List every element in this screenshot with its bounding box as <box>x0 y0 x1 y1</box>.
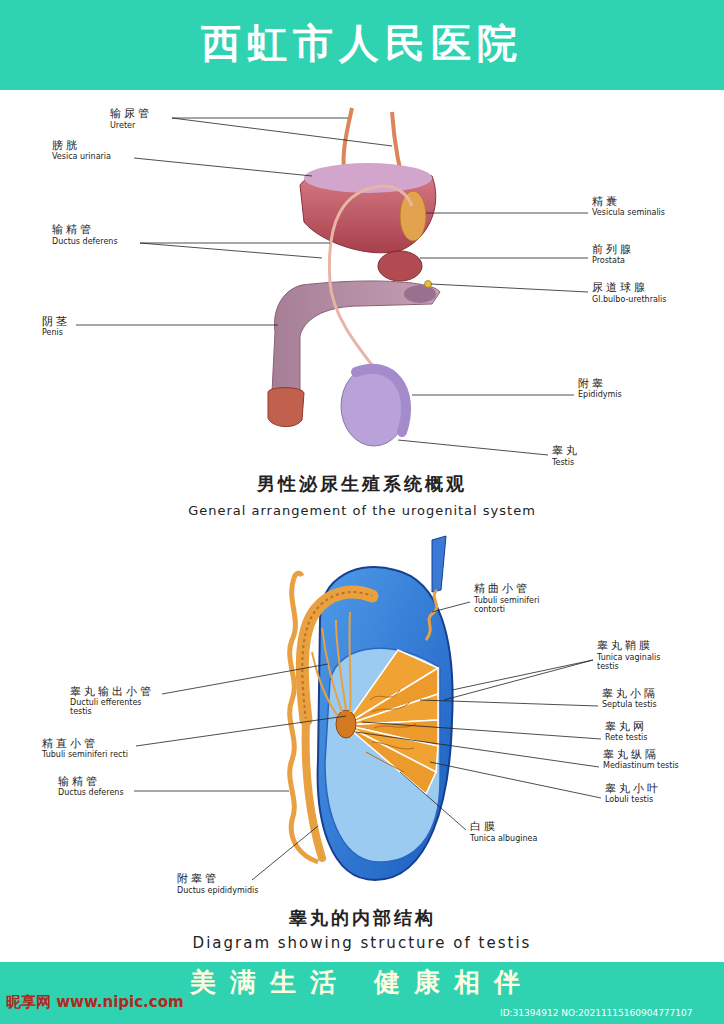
leader-line <box>426 213 588 214</box>
footer-band <box>0 962 724 1024</box>
part-label: 尿道球腺 <box>592 282 648 295</box>
part-label: 阴茎 <box>42 316 70 329</box>
testis <box>341 366 407 446</box>
part-label: Ductus epididymidis <box>177 886 258 895</box>
watermark: ID:31394912 NO:20211115160904777107 <box>500 1008 693 1018</box>
part-label: 睾丸输出小管 <box>70 686 154 699</box>
leader-line <box>140 243 330 244</box>
part-label: 输尿管 <box>110 108 152 121</box>
epididymis <box>356 369 406 432</box>
leader-line <box>431 284 588 292</box>
leader-line <box>400 772 466 830</box>
part-label: Rete testis <box>605 733 647 742</box>
leader-line <box>452 660 593 690</box>
tubule <box>426 590 437 640</box>
poster-title: 西虹市人民医院 <box>0 20 724 66</box>
part-label: Mediastinum testis <box>603 761 679 770</box>
part-label: Gl.bulbo-urethralis <box>592 295 666 304</box>
part-label: Penis <box>42 328 63 337</box>
caption: 男性泌尿生殖系统概观 <box>0 474 724 495</box>
leader-line <box>252 826 318 880</box>
part-label: 附睾 <box>578 378 606 391</box>
part-label: 精直小管 <box>42 738 98 751</box>
leader-lines <box>76 118 588 455</box>
seminal-vesicle <box>400 191 426 241</box>
part-label: Septula testis <box>602 700 657 709</box>
watermark: 昵享网 www.nipic.com <box>6 994 184 1011</box>
seminiferous-tubule <box>366 690 416 772</box>
leader-line <box>140 243 322 258</box>
leader-line <box>412 395 574 396</box>
part-label: Lobuli testis <box>605 795 653 804</box>
leader-line <box>134 158 312 176</box>
mediastinum <box>336 710 356 738</box>
leader-line <box>134 791 289 792</box>
leader-line <box>430 762 601 798</box>
leader-line <box>172 118 392 146</box>
urethral-bulb <box>404 285 436 303</box>
slogan: 美满生活 健康相伴 <box>0 962 724 995</box>
part-label: 膀胱 <box>52 140 80 153</box>
glans <box>268 388 304 427</box>
part-label: Tunica albuginea <box>470 834 537 843</box>
part-label: 输精管 <box>58 776 100 789</box>
testis-illustration <box>290 536 453 880</box>
leader-line <box>362 722 601 739</box>
leader-line <box>136 716 346 746</box>
leader-line <box>398 440 548 455</box>
spermatic-cord <box>432 536 446 592</box>
caption: 睾丸的内部结构 <box>0 908 724 929</box>
part-label: 睾丸纵隔 <box>603 749 659 762</box>
part-label: Tubuli seminiferi contorti <box>474 596 554 614</box>
part-label: 睾丸鞘膜 <box>597 640 653 653</box>
ductus-epididymidis <box>306 722 322 858</box>
leader-line <box>162 664 328 694</box>
bulbourethral-gland <box>425 281 432 288</box>
part-label: Tunica vaginalis testis <box>597 653 677 671</box>
part-label: 附睾管 <box>177 873 219 886</box>
epididymis <box>302 592 372 720</box>
leader-line <box>76 325 278 326</box>
ductus-deferens <box>294 573 302 578</box>
lobule <box>345 650 438 725</box>
part-label: Ductus deferens <box>52 237 118 246</box>
part-label: 睾丸小叶 <box>605 783 661 796</box>
part-label: 白膜 <box>470 821 498 834</box>
part-label: Vesicula seminalis <box>592 208 665 217</box>
part-label: Testis <box>552 458 574 467</box>
part-label: Prostata <box>592 256 625 265</box>
leader-lines <box>134 602 601 880</box>
leader-line <box>420 258 588 259</box>
part-label: Vesica urinaria <box>52 152 111 161</box>
prostate <box>378 251 422 281</box>
caption: Diagram showing structure of testis <box>0 935 724 952</box>
part-label: Epididymis <box>578 390 622 399</box>
part-label: Ductuli efferentes testis <box>70 698 158 716</box>
leader-line <box>172 118 348 119</box>
footer-band: 美满生活 健康相伴 <box>0 962 724 1024</box>
lobule <box>345 725 436 794</box>
leader-line <box>432 602 470 612</box>
part-label: 前列腺 <box>592 244 634 257</box>
part-label: 输精管 <box>52 224 94 237</box>
part-label: 睾丸网 <box>605 721 647 734</box>
efferent-ductule <box>312 612 351 716</box>
part-label: 精囊 <box>592 196 620 209</box>
leader-line <box>420 700 598 706</box>
part-label: 睾丸小隔 <box>602 688 658 701</box>
caption: General arrangement of the urogenital sy… <box>0 504 724 519</box>
part-label: Ureter <box>110 121 135 130</box>
part-label: Tubuli seminiferi recti <box>42 750 128 759</box>
part-label: 精曲小管 <box>474 583 530 596</box>
part-label: Ductus deferens <box>58 788 124 797</box>
epididymis-coil <box>302 592 372 720</box>
leader-line <box>444 660 593 700</box>
leader-line <box>356 732 599 767</box>
part-label: 睾丸 <box>552 445 580 458</box>
